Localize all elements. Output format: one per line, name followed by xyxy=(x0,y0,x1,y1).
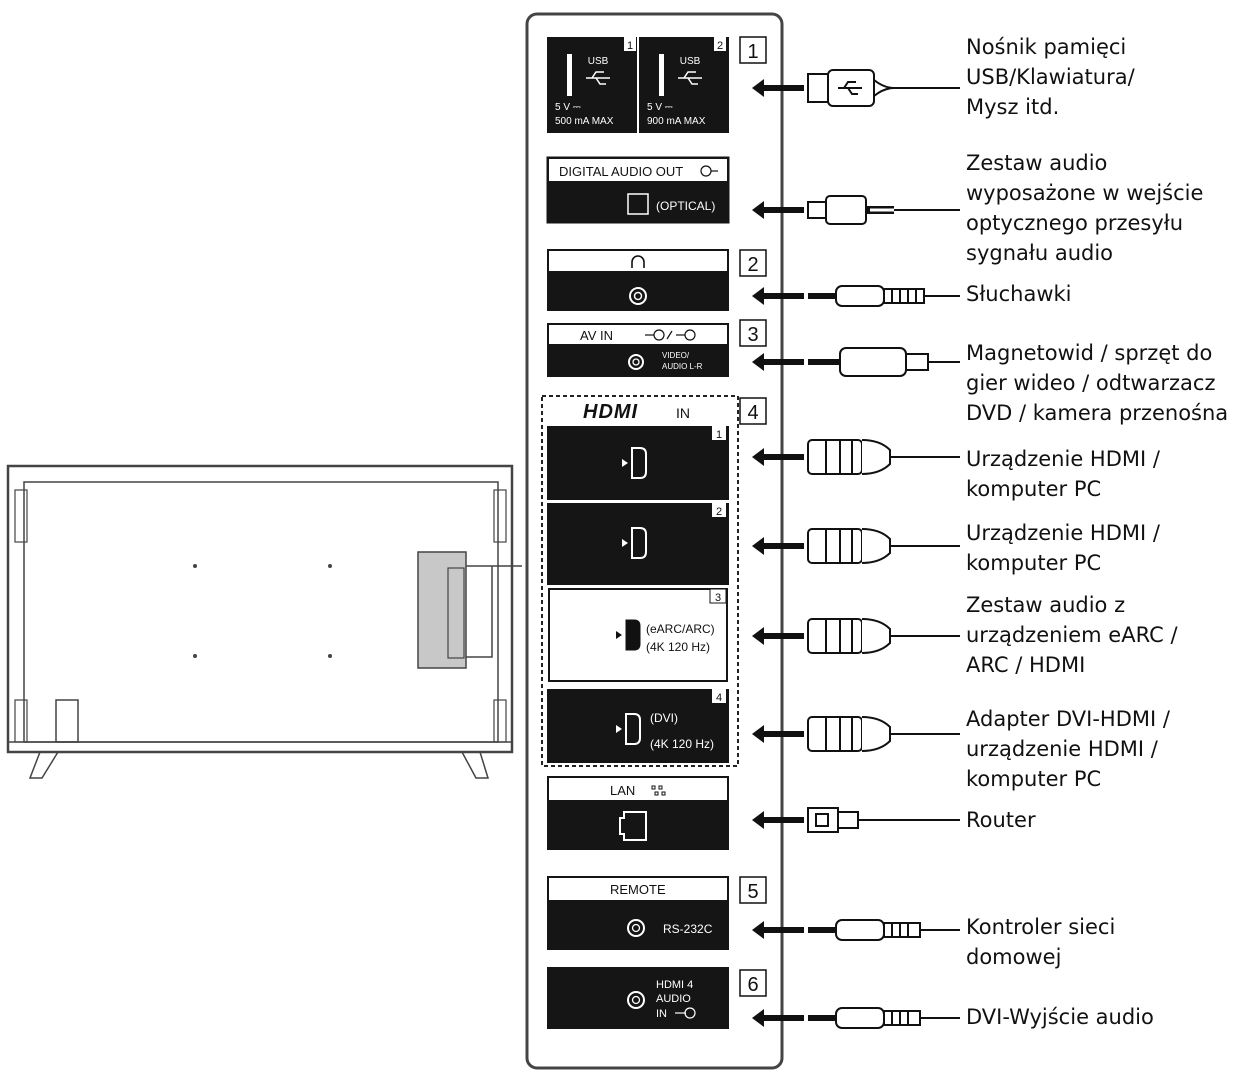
hdmi-3-line2: (4K 120 Hz) xyxy=(646,640,710,654)
callout-1: 1 xyxy=(747,41,758,63)
usb-symbol-icon xyxy=(678,71,702,85)
label-dvi-audio-out: DVI-Wyjście audio xyxy=(966,1005,1154,1029)
digital-audio-out-port[interactable]: DIGITAL AUDIO OUT (OPTICAL) xyxy=(546,156,730,224)
hdmi-4-line1: (DVI) xyxy=(650,711,678,725)
optical-socket-icon xyxy=(627,193,649,215)
callout-2: 2 xyxy=(747,254,758,276)
hdmi-socket-icon xyxy=(625,713,641,745)
hdmi-plug-icon xyxy=(807,618,910,654)
hdmi-plug-icon xyxy=(807,528,910,564)
digital-audio-sub: (OPTICAL) xyxy=(656,199,715,213)
hdmi-4-number: 4 xyxy=(716,692,722,704)
av-in-port[interactable]: AV IN VIDEO/ AUDIO L-R xyxy=(547,323,729,377)
usb-1-name: USB xyxy=(588,56,609,67)
digital-audio-title: DIGITAL AUDIO OUT xyxy=(559,164,683,179)
lan-title: LAN xyxy=(610,783,635,798)
hdmi-2-number: 2 xyxy=(716,506,722,518)
tv-rear-view xyxy=(6,464,522,779)
label-router: Router xyxy=(966,808,1036,832)
callout-6: 6 xyxy=(747,974,758,996)
jack-socket-icon xyxy=(627,919,645,937)
usb-2-name: USB xyxy=(680,56,701,67)
mini-jack-plug-icon xyxy=(808,285,925,307)
callout-4: 4 xyxy=(747,402,758,424)
input-arrow-icon xyxy=(675,1007,696,1019)
vesa-mount-holes xyxy=(193,564,332,658)
label-home-network-controller: Kontroler sieci domowej xyxy=(966,915,1116,969)
label-hdmi-1-device: Urządzenie HDMI / komputer PC xyxy=(966,447,1160,501)
usb-port-2[interactable]: 2 USB 5 V ⎓ 900 mA MAX xyxy=(639,37,729,133)
hdmi-3-number: 3 xyxy=(715,592,721,604)
label-hdmi-2-device: Urządzenie HDMI / komputer PC xyxy=(966,521,1160,575)
label-av-devices: Magnetowid / sprzęt do gier wideo / odtw… xyxy=(966,341,1229,425)
port-panel xyxy=(525,12,784,1070)
remote-sub: RS-232C xyxy=(663,922,713,936)
hdmi-group-outline xyxy=(541,395,739,767)
headphone-port[interactable] xyxy=(547,249,729,311)
hdmi-audio-line1: HDMI 4 xyxy=(656,979,693,991)
callout-5: 5 xyxy=(747,881,758,903)
label-hdmi-4-device: Adapter DVI-HDMI / urządzenie HDMI / kom… xyxy=(966,707,1170,791)
hdmi-in-header: HDMI IN xyxy=(583,401,690,423)
hdmi-audio-line2: AUDIO xyxy=(656,993,691,1005)
label-hdmi-3-device: Zestaw audio z urządzeniem eARC / ARC / … xyxy=(966,593,1178,677)
usb-symbol-icon xyxy=(586,71,610,85)
lan-port[interactable]: LAN xyxy=(547,776,729,850)
usb-2-voltage: 5 V ⎓ xyxy=(647,102,673,113)
hdmi-port-3[interactable]: 3 (eARC/ARC) (4K 120 Hz) xyxy=(548,588,728,682)
leader-lines xyxy=(858,87,960,1019)
hdmi-logo: HDMI xyxy=(583,401,638,423)
hdmi-audio-line3: IN xyxy=(656,1008,667,1020)
output-arrow-icon xyxy=(700,165,718,177)
usb-2-number: 2 xyxy=(717,40,723,52)
usb-1-number: 1 xyxy=(627,40,633,52)
label-usb-devices: Nośnik pamięci USB/Klawiatura/ Mysz itd. xyxy=(966,35,1135,119)
usb-plug-icon xyxy=(807,69,895,107)
hdmi-socket-icon xyxy=(631,527,647,559)
callout-numbers: 1 2 3 4 5 6 xyxy=(739,36,767,997)
connection-arrows xyxy=(752,79,804,1027)
av-in-sub2: AUDIO L-R xyxy=(662,362,703,371)
optical-plug-icon xyxy=(807,195,894,225)
ethernet-plug-icon xyxy=(807,807,859,833)
hdmi-socket-icon xyxy=(625,619,641,651)
hdmi-socket-icon xyxy=(631,447,647,479)
hdmi-port-4[interactable]: 4 (DVI) (4K 120 Hz) xyxy=(547,689,729,763)
av-in-sub1: VIDEO/ xyxy=(662,351,690,360)
network-icon xyxy=(651,785,666,796)
hdmi-4-line2: (4K 120 Hz) xyxy=(650,737,714,751)
usb-1-current: 500 mA MAX xyxy=(555,116,614,127)
av-in-title: AV IN xyxy=(580,328,613,343)
headphones-icon xyxy=(631,255,645,268)
jack-socket-icon xyxy=(629,287,647,305)
remote-title: REMOTE xyxy=(610,882,666,897)
av-plug-icon xyxy=(808,347,929,377)
mini-jack-plug-icon xyxy=(808,1007,921,1029)
usb-1-voltage: 5 V ⎓ xyxy=(555,102,581,113)
hdmi-in-text: IN xyxy=(676,405,690,421)
remote-port[interactable]: REMOTE RS-232C xyxy=(547,876,729,950)
hdmi-port-1[interactable]: 1 xyxy=(547,426,729,500)
hdmi-port-2[interactable]: 2 xyxy=(547,503,729,585)
callout-3: 3 xyxy=(747,324,758,346)
mini-jack-plug-icon xyxy=(808,919,921,941)
hdmi-plug-icon xyxy=(807,716,910,752)
hdmi-1-number: 1 xyxy=(716,429,722,441)
cable-plugs xyxy=(807,69,929,1029)
jack-socket-icon xyxy=(628,354,644,370)
hdmi-3-line1: (eARC/ARC) xyxy=(646,622,715,636)
usb-port-1[interactable]: 1 USB 5 V ⎓ 500 mA MAX xyxy=(547,37,637,133)
usb-2-current: 900 mA MAX xyxy=(647,116,706,127)
ethernet-socket-icon xyxy=(619,811,647,841)
label-headphones: Słuchawki xyxy=(966,282,1072,306)
label-optical-audio: Zestaw audio wyposażone w wejście optycz… xyxy=(966,151,1204,265)
jack-socket-icon xyxy=(627,991,645,1009)
hdmi-audio-in-port[interactable]: HDMI 4 AUDIO IN xyxy=(547,967,729,1029)
hdmi-plug-icon xyxy=(807,439,910,475)
input-output-icon xyxy=(645,329,696,341)
